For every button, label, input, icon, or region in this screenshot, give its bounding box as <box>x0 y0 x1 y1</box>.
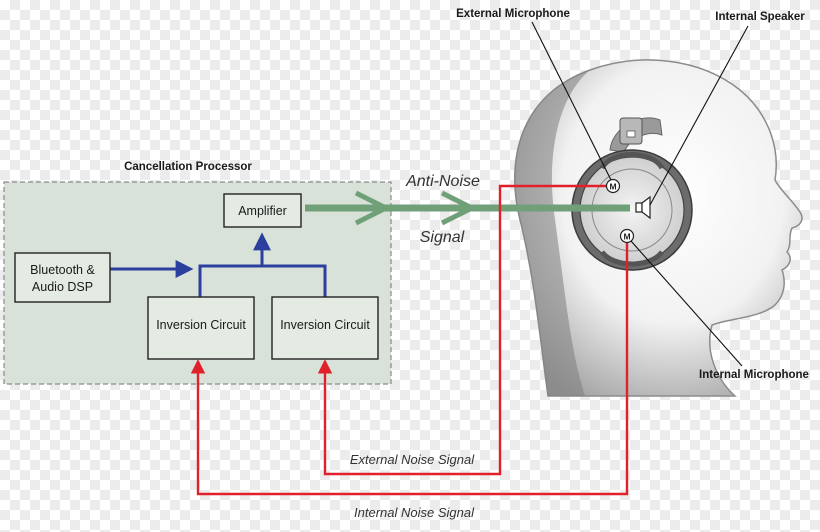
amplifier-label: Amplifier <box>238 204 287 218</box>
external-microphone-icon: M <box>605 178 621 194</box>
internal-noise-signal-label: Internal Noise Signal <box>354 505 475 520</box>
internal-speaker-label: Internal Speaker <box>715 11 805 23</box>
signal-label: Signal <box>420 229 465 246</box>
external-noise-wire <box>317 184 606 476</box>
bluetooth-dsp-box: Bluetooth & Audio DSP <box>14 252 111 303</box>
external-microphone-label: External Microphone <box>456 8 570 20</box>
internal-microphone-icon: M <box>619 228 635 244</box>
inversion-left-label: Inversion Circuit <box>156 318 246 332</box>
blue-signal-wires <box>110 232 327 297</box>
external-mic-glyph: M <box>609 182 616 192</box>
anti-noise-arrow <box>305 190 630 226</box>
processor-title: Cancellation Processor <box>124 161 252 173</box>
callout-lines <box>531 21 749 367</box>
amplifier-box: Amplifier <box>223 193 302 228</box>
inversion-circuit-left-box: Inversion Circuit <box>147 296 255 360</box>
headphone: M M <box>571 117 693 271</box>
bluetooth-label-line1: Bluetooth & <box>30 263 95 277</box>
internal-microphone-label: Internal Microphone <box>699 369 809 381</box>
bluetooth-label-line2: Audio DSP <box>32 280 93 294</box>
inversion-circuit-right-box: Inversion Circuit <box>271 296 379 360</box>
internal-noise-wire <box>190 243 629 496</box>
internal-mic-glyph: M <box>623 232 630 242</box>
inversion-right-label: Inversion Circuit <box>280 318 370 332</box>
speaker-icon <box>635 195 651 220</box>
anti-noise-label: Anti-Noise <box>405 173 480 190</box>
external-noise-signal-label: External Noise Signal <box>350 452 475 467</box>
